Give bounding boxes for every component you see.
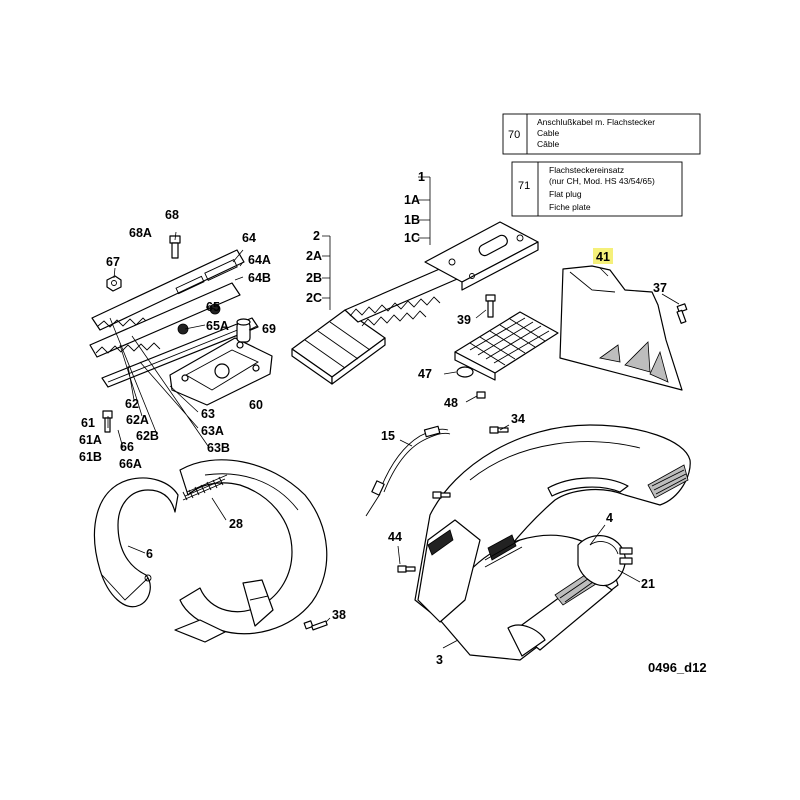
label-1C: 1C: [404, 231, 420, 245]
label-2C: 2C: [306, 291, 322, 305]
label-28: 28: [229, 517, 243, 531]
label-2A: 2A: [306, 249, 322, 263]
label-6: 6: [146, 547, 153, 561]
label-61B: 61B: [79, 450, 102, 464]
label-63B: 63B: [207, 441, 230, 455]
label-68: 68: [165, 208, 179, 222]
legend-70-line-2: Cable: [537, 128, 559, 138]
legend-71-line-4: Fiche plate: [549, 202, 591, 212]
label-68A: 68A: [129, 226, 152, 240]
label-21: 21: [641, 577, 655, 591]
housing-half-right-drawing: [174, 459, 331, 643]
legend-box-71: 71 Flachsteckereinsatz (nur CH, Mod. HS …: [511, 161, 683, 217]
legend-71-number: 71: [518, 180, 530, 192]
label-66: 66: [120, 440, 134, 454]
guard-drawing: [559, 265, 688, 391]
label-2B: 2B: [306, 271, 322, 285]
label-63: 63: [201, 407, 215, 421]
drawing-reference: 0496_d12: [648, 660, 707, 675]
label-41: 41: [596, 250, 610, 264]
label-60: 60: [249, 398, 263, 412]
label-39: 39: [457, 313, 471, 327]
label-1B: 1B: [404, 213, 420, 227]
legend-70-line-3: Câble: [537, 139, 559, 149]
label-69: 69: [262, 322, 276, 336]
label-61A: 61A: [79, 433, 102, 447]
label-65: 65: [206, 300, 220, 314]
label-2: 2: [313, 229, 320, 243]
legend-box-70: 70 Anschlußkabel m. Flachstecker Cable C…: [502, 113, 701, 155]
label-1A: 1A: [404, 193, 420, 207]
label-61: 61: [81, 416, 95, 430]
legend-71-line-1: Flachsteckereinsatz: [549, 165, 624, 175]
label-64: 64: [242, 231, 256, 245]
label-44: 44: [388, 530, 402, 544]
grid-plate-drawing: [443, 294, 559, 403]
legend-70-number: 70: [508, 129, 520, 141]
legend-70-line-1: Anschlußkabel m. Flachstecker: [537, 117, 655, 127]
cable-drawing: [365, 425, 451, 517]
label-37: 37: [653, 281, 667, 295]
label-62: 62: [125, 397, 139, 411]
label-3: 3: [436, 653, 443, 667]
legend-71-line-2: (nur CH, Mod. HS 43/54/65): [549, 176, 655, 186]
label-34: 34: [511, 412, 525, 426]
legend-71-line-3: Flat plug: [549, 189, 582, 199]
left-blade-set-drawing: [89, 231, 273, 449]
label-64A: 64A: [248, 253, 271, 267]
label-48: 48: [444, 396, 458, 410]
housing-half-left-drawing: [93, 477, 179, 608]
label-65A: 65A: [206, 319, 229, 333]
label-38: 38: [332, 608, 346, 622]
label-66A: 66A: [119, 457, 142, 471]
label-63A: 63A: [201, 424, 224, 438]
label-62A: 62A: [126, 413, 149, 427]
label-67: 67: [106, 255, 120, 269]
label-62B: 62B: [136, 429, 159, 443]
label-4: 4: [606, 511, 613, 525]
label-47: 47: [418, 367, 432, 381]
highlight-41: [593, 248, 613, 264]
main-blade-drawing: [291, 176, 539, 385]
label-15: 15: [381, 429, 395, 443]
label-64B: 64B: [248, 271, 271, 285]
motor-housing-drawing: [397, 424, 691, 661]
part-labels: 1 1A 1B 1C 2 2A 2B 2C 3 4 6 15 21 28 34 …: [79, 170, 667, 667]
label-1: 1: [418, 170, 425, 184]
